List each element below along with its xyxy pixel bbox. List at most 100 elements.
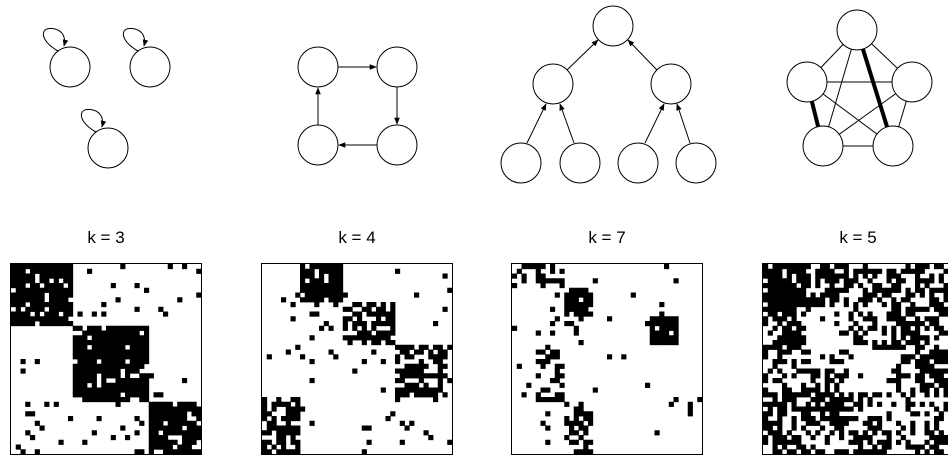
matrix-cell — [588, 297, 594, 303]
matrix-cell — [433, 359, 439, 365]
matrix-cell — [423, 382, 429, 388]
matrix-cell — [371, 321, 377, 327]
matrix-cell — [791, 306, 797, 312]
matrix-cell — [896, 378, 902, 384]
matrix-cell — [158, 444, 164, 450]
matrix-cell — [554, 292, 560, 298]
matrix-cell — [583, 287, 589, 293]
matrix-cell — [782, 397, 788, 403]
matrix-cell — [801, 268, 807, 274]
matrix-cell — [34, 268, 40, 274]
matrix-cell — [447, 378, 452, 384]
matrix-cell — [777, 340, 783, 346]
matrix-cell — [139, 354, 145, 360]
matrix-cell — [848, 392, 854, 398]
matrix-cell — [371, 349, 377, 355]
matrix-cell — [30, 264, 36, 270]
matrix-cell — [172, 420, 178, 426]
matrix-cell — [843, 373, 849, 379]
matrix-cell — [777, 287, 783, 293]
matrix-cell — [163, 444, 169, 450]
matrix-cell — [342, 335, 348, 341]
matrix-cell — [63, 268, 69, 274]
matrix-cell — [414, 368, 420, 374]
matrix-cell — [134, 340, 140, 346]
matrix-cell — [559, 392, 565, 398]
matrix-cell — [144, 392, 150, 398]
matrix-cell — [915, 264, 921, 270]
matrix-cell — [139, 373, 145, 379]
matrix-cell — [58, 321, 64, 327]
matrix-cell — [654, 321, 660, 327]
matrix-cell — [300, 287, 306, 293]
matrix-cell — [186, 435, 192, 441]
matrix-cell — [15, 287, 21, 293]
matrix-cell — [106, 392, 112, 398]
matrix-cell — [910, 335, 916, 341]
matrix-cell — [115, 397, 121, 403]
matrix-cell — [853, 401, 859, 407]
matrix-cell — [877, 297, 883, 303]
matrix-cell — [53, 273, 59, 279]
matrix-cell — [68, 268, 74, 274]
matrix-cell — [11, 264, 17, 270]
matrix-cell — [87, 349, 93, 355]
matrix-cell — [943, 354, 948, 360]
matrix-cell — [540, 278, 546, 284]
matrix-cell — [777, 416, 783, 422]
matrix-cell — [824, 382, 830, 388]
matrix-cell — [900, 268, 906, 274]
matrix-cell — [68, 264, 74, 270]
matrix-cell — [361, 449, 367, 454]
matrix-cell — [834, 401, 840, 407]
matrix-cell — [896, 321, 902, 327]
graph-node — [42, 27, 91, 88]
matrix-cell — [858, 297, 864, 303]
matrix-cell — [934, 435, 940, 441]
matrix-cell — [820, 406, 826, 412]
matrix-cell — [323, 287, 329, 293]
matrix-cell — [919, 287, 925, 293]
matrix-cell — [177, 444, 183, 450]
matrix-cell — [834, 297, 840, 303]
matrix-cell — [929, 302, 935, 308]
matrix-cell — [144, 344, 150, 350]
matrix-cell — [68, 273, 74, 279]
matrix-cell — [11, 297, 17, 303]
matrix-cell — [414, 292, 420, 298]
matrix-cell — [77, 392, 83, 398]
matrix-cell — [786, 335, 792, 341]
matrix-cell — [767, 430, 773, 436]
matrix-cell — [110, 349, 116, 355]
matrix-cell — [782, 435, 788, 441]
matrix-cell — [82, 373, 88, 379]
matrix-cell — [588, 302, 594, 308]
matrix-cell — [281, 425, 287, 431]
matrix-cell — [796, 340, 802, 346]
matrix-cell — [120, 335, 126, 341]
matrix-cell — [148, 435, 154, 441]
matrix-cell — [25, 278, 31, 284]
matrix-cell — [91, 344, 97, 350]
matrix-cell — [101, 349, 107, 355]
matrix-cell — [782, 297, 788, 303]
matrix-cell — [763, 435, 769, 441]
matrix-cell — [772, 273, 778, 279]
matrix-cell — [380, 302, 386, 308]
matrix-cell — [106, 397, 112, 403]
matrix-cell — [772, 378, 778, 384]
matrix-cell — [129, 378, 135, 384]
matrix-cell — [167, 444, 173, 450]
matrix-cell — [58, 268, 64, 274]
matrix-cell — [791, 283, 797, 289]
matrix-cell — [877, 416, 883, 422]
matrix-cell — [810, 406, 816, 412]
matrix-cell — [82, 392, 88, 398]
matrix-cell — [843, 273, 849, 279]
matrix-cell — [395, 268, 401, 274]
matrix-cell — [101, 392, 107, 398]
matrix-cell — [915, 321, 921, 327]
matrix-cell — [630, 292, 636, 298]
graph-edge — [644, 103, 665, 144]
matrix-cell — [872, 425, 878, 431]
